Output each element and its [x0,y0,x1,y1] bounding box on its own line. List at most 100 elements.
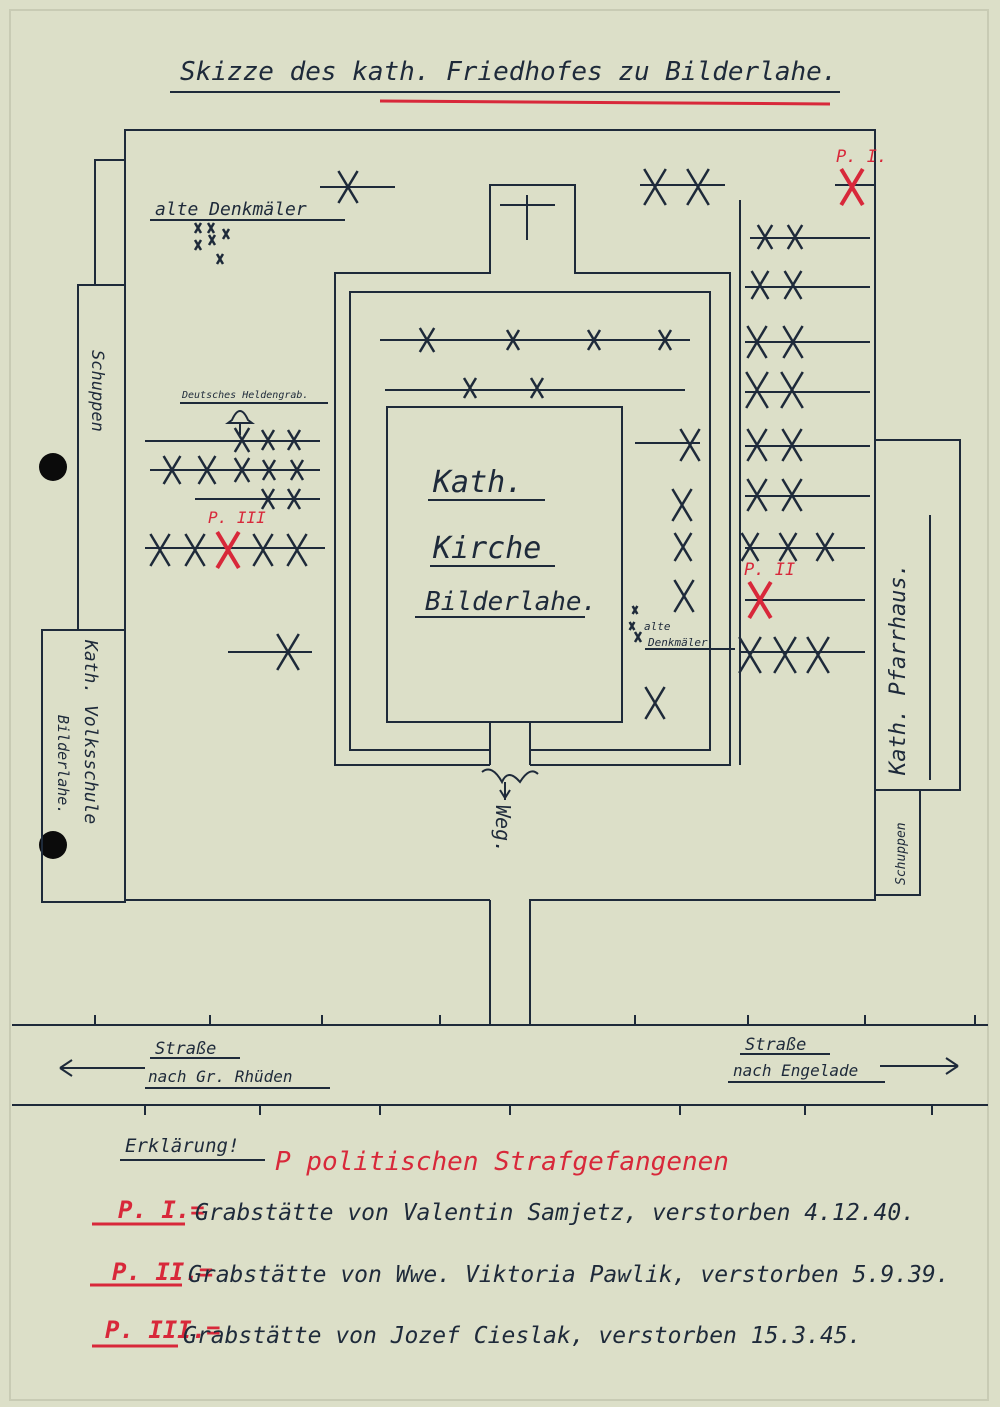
legend: Erklärung! P politischen Strafgefangenen… [90,1135,950,1349]
grave-marker [418,327,436,353]
label-schuppen-right: Schuppen [894,822,909,885]
legend-text-2: Grabstätte von Wwe. Viktoria Pawlik, ver… [188,1262,950,1288]
arrow-right-icon [880,1057,959,1075]
church-building [386,406,623,723]
label-nach-rhueden: nach Gr. Rhüden [148,1067,293,1086]
grave-marker [260,488,276,510]
grave-marker [193,222,203,234]
label-volksschule-place: Bilderlahe. [54,715,72,814]
legend-p-note: P politischen Strafgefangenen [275,1147,729,1177]
label-weg: Weg. [491,805,515,853]
grave-marker [657,329,673,351]
label-church-1: Kath. [432,465,523,500]
grave-marker [221,228,231,240]
legend-text-1: Grabstätte von Valentin Samjetz, verstor… [195,1200,915,1226]
grave-marker [671,488,693,522]
grave-marker [679,428,701,462]
marker-p1: P. I. [836,147,887,167]
label-schuppen-left: Schuppen [87,350,107,432]
grave-marker [673,579,695,613]
legend-marker-2: P. II.= [112,1258,213,1286]
grave-marker [286,533,308,567]
grave-marker [207,234,217,246]
marker-p3: P. III [208,508,266,527]
grave-marker [233,457,251,483]
label-denkmaeler: Denkmäler [647,636,708,649]
political-prisoner-grave-marker [839,167,865,207]
grave-marker [286,488,302,510]
legend-heading: Erklärung! [125,1135,239,1157]
grave-marker [782,325,804,359]
grave-marker [215,253,225,265]
punch-hole [39,453,67,481]
arrow-left-icon [59,1059,145,1077]
label-church-3: Bilderlahe. [425,587,597,617]
grave-marker [233,427,251,453]
street [12,1015,988,1115]
gate-icon [481,768,539,800]
grave-marker [644,686,666,720]
political-prisoner-grave-marker [747,580,773,620]
grave-marker [286,429,302,451]
legend-marker-1: P. I.= [118,1196,205,1224]
grave-marker [193,239,203,251]
grave-marker [786,224,804,250]
grave-marker [815,532,835,562]
helmet-icon [225,410,255,435]
grave-marker [505,329,521,351]
legend-marker-3: P. III.= [105,1316,221,1344]
grave-marker [738,636,762,674]
grave-marker [643,168,667,206]
grave-marker [778,532,798,562]
grave-marker [773,636,797,674]
grave-marker [781,428,803,462]
grave-marker [197,455,217,485]
grave-marker [289,459,305,481]
page-title: Skizze des kath. Friedhofes zu Bilderlah… [180,57,837,87]
grave-marker [260,429,276,451]
grave-marker [745,371,769,409]
paper-border [9,9,989,1401]
label-volksschule: Kath. Volksschule [80,639,101,824]
grave-marker [162,455,182,485]
marker-p2: P. II [744,560,795,580]
grave-marker [261,459,277,481]
grave-marker [740,532,760,562]
grave-rows [145,184,875,653]
grave-marker [783,270,803,300]
grave-marker [628,621,636,631]
grave-marker [337,170,359,204]
grave-marker [780,371,804,409]
grave-marker [633,631,643,643]
label-alte: alte [644,620,671,633]
grave-markers [149,167,865,720]
grave-marker [206,222,216,234]
label-church-2: Kirche [432,531,541,566]
church-grounds [334,184,741,766]
political-prisoner-grave-marker [215,530,241,570]
grave-marker [781,478,803,512]
grave-marker [756,224,774,250]
label-strasse-right: Straße [745,1035,806,1055]
grave-marker [686,168,710,206]
grave-marker [276,633,300,671]
grave-marker [252,533,274,567]
label-heldengrab: Deutsches Heldengrab. [181,390,308,401]
cemetery-boundary [41,129,961,1025]
grave-marker [462,377,478,399]
grave-marker [631,605,639,615]
grave-marker [746,428,768,462]
label-pfarrhaus: Kath. Pfarrhaus. [886,563,911,776]
grave-marker [746,478,768,512]
grave-marker [673,532,693,562]
legend-text-3: Grabstätte von Jozef Cieslak, verstorben… [183,1323,862,1349]
label-nach-engelade: nach Engelade [733,1061,858,1080]
label-alte-denkmaeler: alte Denkmäler [155,199,307,220]
punch-hole [39,831,67,859]
grave-marker [750,270,770,300]
title-red-underline [379,99,831,106]
label-strasse-left: Straße [155,1039,216,1059]
grave-marker [746,325,768,359]
